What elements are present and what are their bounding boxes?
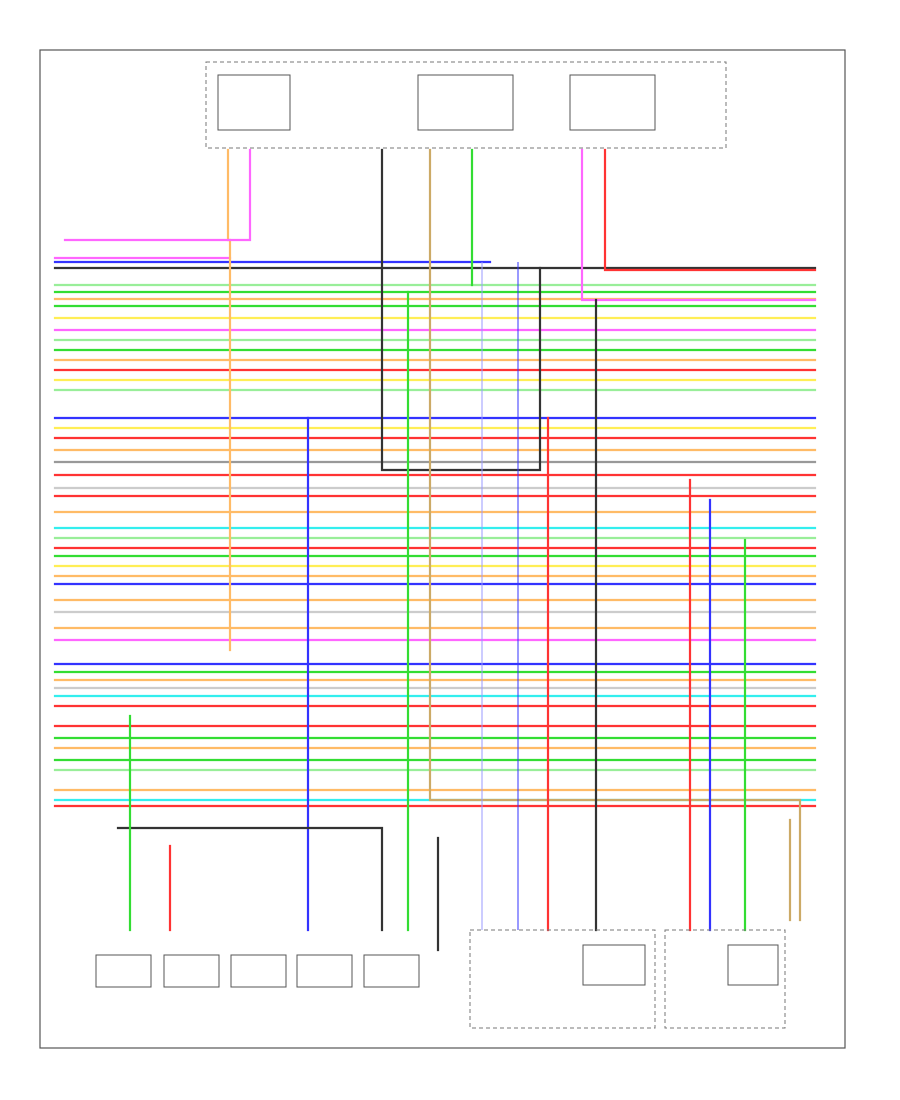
trunk-pink <box>63 148 252 242</box>
pedal-sub-box <box>727 944 779 986</box>
throttle-sub-box <box>582 944 646 986</box>
coil-box-5 <box>363 954 420 988</box>
trunk-red <box>603 148 817 272</box>
diagram-border <box>39 49 846 1049</box>
trunk-pink-2 <box>580 148 817 302</box>
top-relay-modules <box>205 61 727 149</box>
relay-box-3 <box>569 74 656 131</box>
relay-box-2 <box>417 74 514 131</box>
coil-ground-harness <box>116 826 384 932</box>
coil-box-1 <box>95 954 152 988</box>
trunk-tan <box>428 148 802 922</box>
trunk-black <box>380 148 542 472</box>
relay-box-1 <box>217 74 291 131</box>
wire-group <box>53 148 817 952</box>
top-module-outline <box>205 61 727 149</box>
pedal-sensor-outline <box>664 929 786 1029</box>
coil-box-2 <box>163 954 220 988</box>
bottom-components <box>95 929 786 1029</box>
coil-box-3 <box>230 954 287 988</box>
throttle-actuator-outline <box>469 929 656 1029</box>
coil-box-4 <box>296 954 353 988</box>
